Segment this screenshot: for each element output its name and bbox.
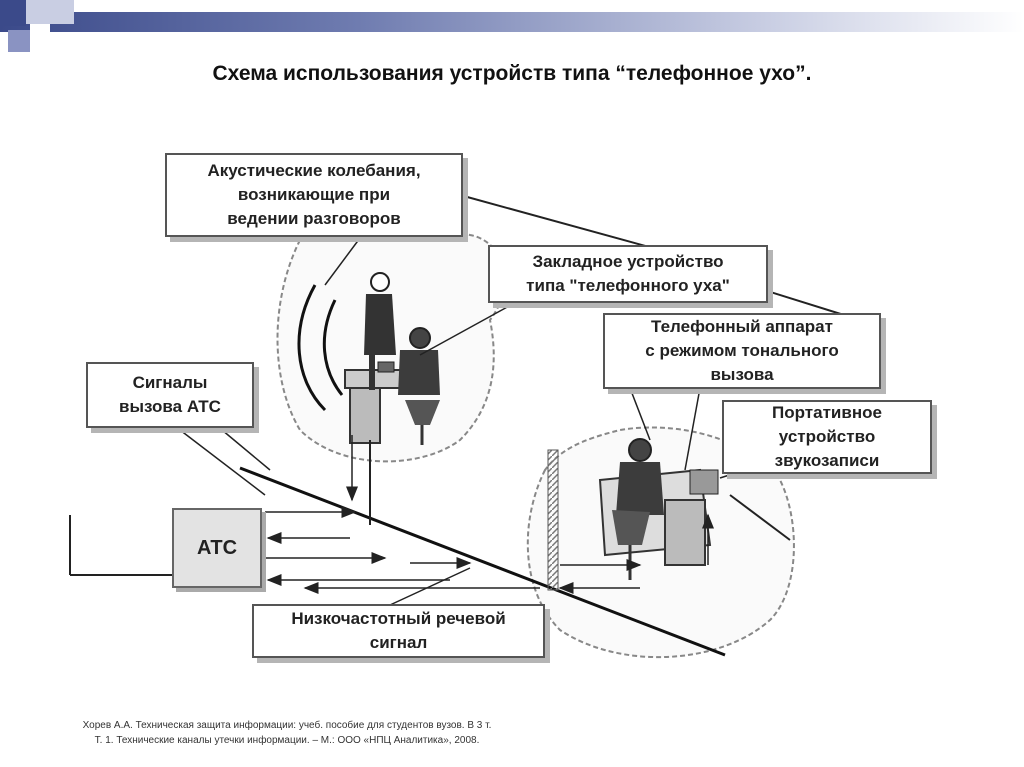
perspective-line-3 (729, 494, 791, 541)
header-square-2 (26, 0, 50, 24)
listener-monitor (689, 469, 719, 495)
pointer-phone (684, 387, 701, 471)
pointer-acoustic (324, 237, 361, 286)
partition-wall (547, 449, 559, 591)
label-telephone-bug: Закладное устройство типа "телефонного у… (488, 245, 768, 303)
listener-head (628, 438, 652, 462)
sound-wave-middle (322, 299, 344, 396)
label-telephone-set: Телефонный аппарат с режимом тонального … (603, 313, 881, 389)
office-desk-leg (349, 387, 381, 444)
seated-person-head (409, 327, 431, 349)
standing-person-head (370, 272, 390, 292)
office-phone (377, 361, 395, 373)
telephone-line (239, 466, 726, 657)
reference-note: Хорев А.А. Техническая защита информации… (52, 718, 522, 748)
listener-cabinet (664, 499, 706, 566)
telephone-exchange-box: АТС (172, 508, 262, 588)
reference-line-2: Т. 1. Технические каналы утечки информац… (94, 735, 480, 746)
slide-title: Схема использования устройств типа “теле… (212, 62, 812, 85)
header-square-4 (8, 30, 30, 52)
pointer-lowfreq (389, 567, 471, 606)
sound-wave-outer (297, 284, 327, 412)
perspective-line-1 (459, 194, 661, 251)
pointer-phone-2 (629, 387, 651, 441)
header-square-1 (0, 0, 26, 26)
label-exchange-signals: Сигналы вызова АТС (86, 362, 254, 428)
label-low-frequency-signal: Низкочастотный речевой сигнал (252, 604, 545, 658)
label-portable-recorder: Портативное устройство звукозаписи (722, 400, 932, 474)
seated-person-body (398, 350, 440, 395)
listener-body (616, 462, 664, 515)
reference-line-1: Хорев А.А. Техническая защита информации… (82, 720, 492, 731)
label-acoustic-vibrations: Акустические колебания, возникающие при … (165, 153, 463, 237)
header-square-3 (50, 0, 74, 24)
pointer-bug (419, 299, 521, 356)
listener-chair (612, 510, 650, 545)
pointer-signals (179, 429, 266, 496)
header-square-5 (30, 24, 50, 44)
pointer-signals-2 (221, 429, 271, 471)
office-chair (405, 400, 440, 425)
header-gradient-bar (0, 12, 1024, 32)
standing-person-body (364, 294, 396, 355)
